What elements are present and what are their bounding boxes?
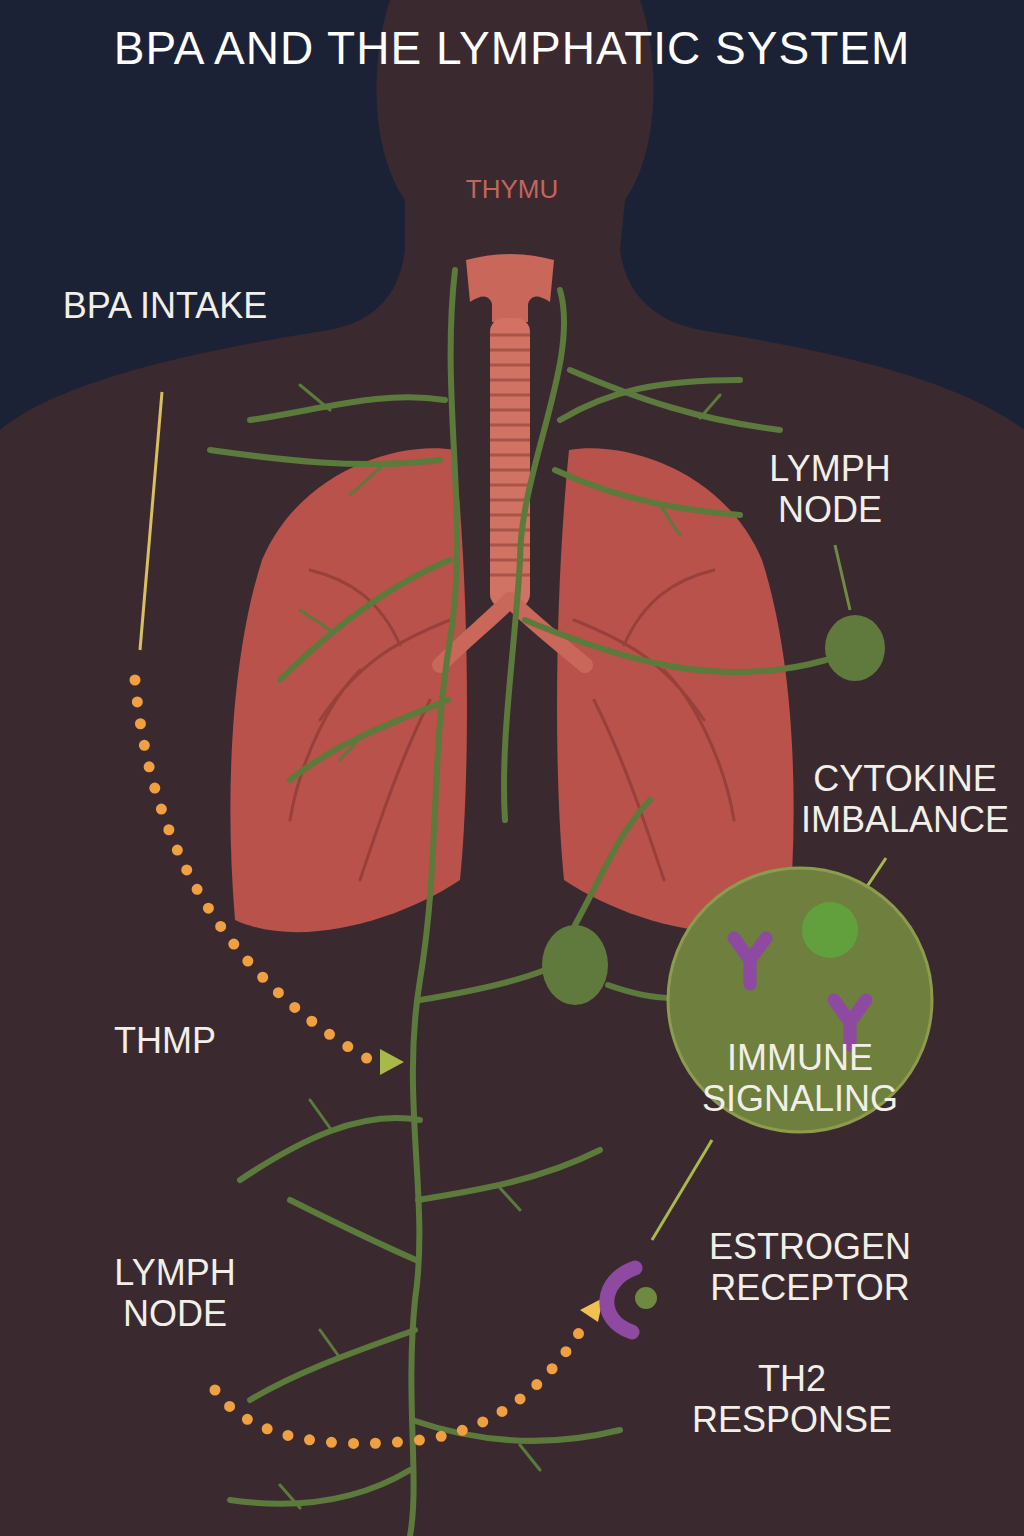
- trachea: [490, 318, 530, 608]
- callout-label: LYMPH NODE: [715, 448, 945, 531]
- leader-line: [835, 545, 850, 610]
- right-lung: [557, 448, 794, 932]
- lymph-node: [542, 925, 608, 1005]
- signal-circle: IMMUNE SIGNALING: [665, 865, 935, 1135]
- organ-label: THYMU: [432, 175, 592, 205]
- callout-label: TH2 RESPONSE: [662, 1358, 922, 1441]
- callout-label: ESTROGEN RECEPTOR: [685, 1226, 935, 1309]
- ligand-dot: [635, 1287, 657, 1309]
- leader-line: [652, 1140, 712, 1240]
- node-text: IMMUNE SIGNALING: [640, 1037, 960, 1120]
- lymph-node: [825, 615, 885, 681]
- cell-ball: [802, 902, 858, 958]
- callout-label: CYTOKINE IMBALANCE: [794, 758, 1016, 841]
- diagram-title: BPA AND THE LYMPHATIC SYSTEM: [10, 22, 1014, 75]
- receptor-shape: [607, 1268, 635, 1332]
- callout-label: THMP: [65, 1020, 265, 1061]
- arrow-head: [380, 1049, 404, 1075]
- callout-label: LYMPH NODE: [70, 1252, 280, 1335]
- callout-label: BPA INTAKE: [45, 285, 285, 326]
- dotted-path: [135, 680, 370, 1060]
- antibody-shape: [734, 938, 766, 984]
- lymph-vessel-twigs: [280, 385, 720, 1508]
- dotted-path: [215, 1328, 582, 1443]
- leader-line: [140, 392, 162, 650]
- thyroid-shape: [466, 254, 554, 322]
